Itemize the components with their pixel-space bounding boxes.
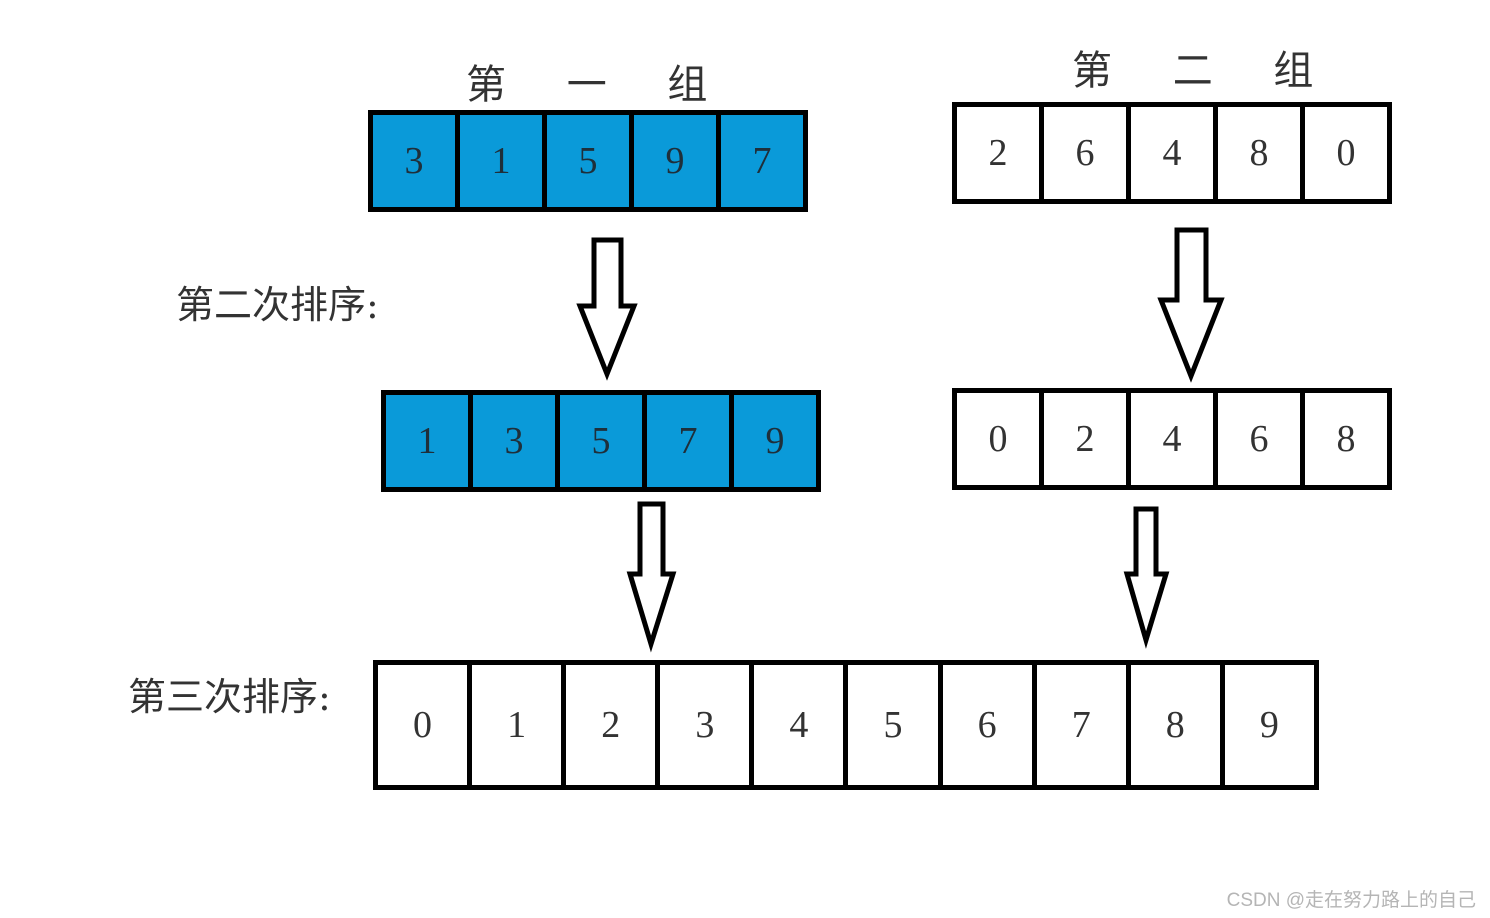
merged-array: 0 1 2 3 4 5 6 7 8 9 bbox=[373, 660, 1319, 790]
array-cell: 6 bbox=[1044, 107, 1131, 199]
array-cell: 5 bbox=[848, 665, 943, 785]
array-cell: 5 bbox=[547, 115, 634, 207]
down-arrow-icon bbox=[1157, 227, 1225, 383]
array-cell: 6 bbox=[943, 665, 1037, 785]
array-cell: 3 bbox=[660, 665, 755, 785]
array-cell: 2 bbox=[1044, 393, 1131, 485]
array-cell: 8 bbox=[1218, 107, 1305, 199]
array-cell: 9 bbox=[634, 115, 721, 207]
array-cell: 6 bbox=[1218, 393, 1305, 485]
pass2-label: 第二次排序: bbox=[176, 283, 379, 327]
down-arrow-icon bbox=[626, 501, 677, 653]
array-cell: 5 bbox=[560, 395, 647, 487]
array-cell: 2 bbox=[566, 665, 661, 785]
group2-before-array: 2 6 4 8 0 bbox=[952, 102, 1392, 204]
array-cell: 4 bbox=[1131, 393, 1218, 485]
watermark: CSDN @走在努力路上的自己 bbox=[1226, 890, 1476, 911]
array-cell: 3 bbox=[373, 115, 460, 207]
array-cell: 3 bbox=[473, 395, 560, 487]
group2-after-array: 0 2 4 6 8 bbox=[952, 388, 1392, 490]
group1-after-array: 1 3 5 7 9 bbox=[381, 390, 821, 492]
array-cell: 4 bbox=[754, 665, 849, 785]
array-cell: 8 bbox=[1336, 418, 1356, 460]
array-cell: 0 bbox=[957, 393, 1044, 485]
group1-title: 第 一 组 bbox=[466, 62, 732, 108]
array-cell: 2 bbox=[957, 107, 1044, 199]
array-cell: 9 bbox=[1259, 704, 1279, 746]
array-cell: 8 bbox=[1131, 665, 1225, 785]
array-cell: 4 bbox=[1131, 107, 1218, 199]
pass3-label: 第三次排序: bbox=[128, 675, 331, 719]
array-cell: 1 bbox=[386, 395, 473, 487]
array-cell: 9 bbox=[765, 420, 785, 462]
array-cell: 1 bbox=[460, 115, 547, 207]
array-cell: 7 bbox=[647, 395, 734, 487]
down-arrow-icon bbox=[576, 237, 638, 381]
group2-title: 第 二 组 bbox=[1072, 48, 1338, 94]
array-cell: 7 bbox=[752, 140, 772, 182]
array-cell: 0 bbox=[378, 665, 473, 785]
array-cell: 7 bbox=[1037, 665, 1131, 785]
array-cell: 0 bbox=[1336, 132, 1356, 174]
array-cell: 1 bbox=[472, 665, 567, 785]
group1-before-array: 3 1 5 9 7 bbox=[368, 110, 808, 212]
down-arrow-icon bbox=[1123, 506, 1170, 649]
